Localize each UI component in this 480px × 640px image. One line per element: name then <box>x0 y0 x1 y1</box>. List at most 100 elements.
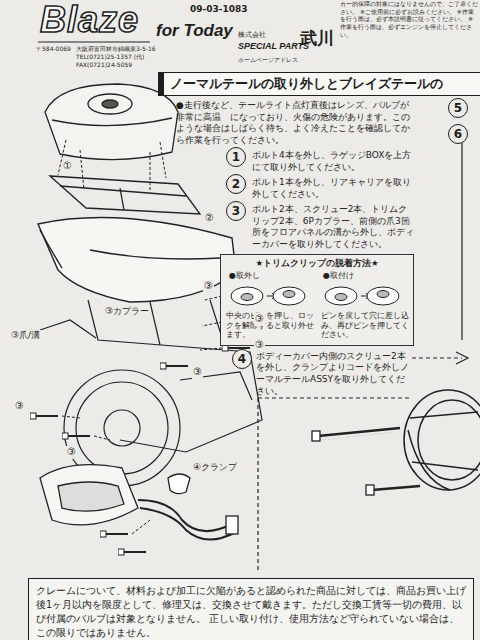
step-text: ボディーカバー内側のスクリュー2本を外し、クランプよりコードを外しノーマルテール… <box>256 351 414 397</box>
luggage-box <box>88 94 132 114</box>
screw-leaders <box>62 416 80 418</box>
tail-lamp-assembly <box>138 500 232 531</box>
trim-clip-icons <box>223 282 413 310</box>
callout-number: ③ <box>254 313 265 326</box>
tail-lamp-ring <box>412 462 478 470</box>
right-guide-lines <box>412 357 462 358</box>
long-screws <box>366 485 374 495</box>
luggage-box <box>102 100 118 108</box>
long-screws <box>318 428 400 436</box>
bolt-leaders <box>160 142 166 178</box>
callout-number: ② <box>204 212 215 225</box>
screws <box>62 433 90 439</box>
frame-and-engine <box>76 382 168 474</box>
frame-and-engine <box>150 302 160 345</box>
screw-leaders <box>202 322 222 326</box>
right-guide-lines <box>258 397 410 398</box>
bolt-leaders <box>58 140 166 192</box>
callout-number: ④クランプ <box>192 462 238 474</box>
step-number-circle: 4 <box>232 349 252 369</box>
brand-kanji: 武川 <box>300 28 334 50</box>
postal-code: 〒584-0069 <box>36 45 71 53</box>
notice-box: クレームについて、材料および加工に欠陥があると認められた商品に対しては、商品お買… <box>28 578 474 640</box>
tail-lamp-assembly <box>226 516 238 534</box>
step-text: ボルト2本、スクリュー2本、トリムクリップ2本、6Pカプラー、前側の爪3箇所をフ… <box>252 204 414 250</box>
fax: FAX(0721)24-5059 <box>76 61 132 69</box>
logo-subtitle: for Today <box>156 20 233 42</box>
rear-carrier <box>120 188 124 210</box>
screws <box>160 363 188 369</box>
caution-paragraph: ●走行後など、テールライト点灯直後はレンズ、バルブが非常に高温 になっており、火… <box>176 100 414 146</box>
homepage-note: ホームページアドレス <box>238 56 298 64</box>
body-cover <box>38 218 236 302</box>
node-text: クレームについて、材料および加工に欠陥があると認められた商品に対しては、商品お買… <box>36 585 466 638</box>
tail-lamp-assembly <box>58 482 124 511</box>
tail-lamp-assembly <box>140 508 236 540</box>
node-text: ノーマルテールの取り外しとブレイズテールの <box>170 76 443 91</box>
callout-number: ③ <box>254 339 265 352</box>
step-text: ボルト4本を外し、ラゲッジBOXを上方にて取り外してください。 <box>252 150 414 173</box>
step-number: 6 <box>454 127 462 141</box>
body-cover <box>40 230 62 268</box>
step-number-circle: 5 <box>448 98 468 118</box>
caution-notes: カー的保障の対象にはなりませんので、ご了承ください。 ※ご使用前に必ずお読みくだ… <box>340 0 478 38</box>
screws <box>30 413 58 419</box>
logo-underline <box>38 41 150 42</box>
trim-clip-box: ★トリムクリップの脱着方法★●取外し ●取付け中央のピンを押し、ロックを解除すると… <box>220 254 414 346</box>
long-screws <box>322 432 396 440</box>
brand-name: SPECIAL PARTS <box>238 41 309 53</box>
step-number: 5 <box>454 101 462 115</box>
instruction-text: 中央のピンを押し、ロックを解除すると取り外せます。 <box>226 311 314 340</box>
tail-lamp-assembly <box>40 465 138 525</box>
phone: TEL(0721)25-1357 (代) <box>76 53 144 61</box>
instruction-text: ピンを戻して穴に差し込み、再びピンを押してください。 <box>321 311 409 340</box>
rear-carrier <box>60 186 186 196</box>
document-number: 09-03-1083 <box>190 4 248 16</box>
rear-carrier <box>50 176 200 214</box>
step-number-circle: 3 <box>226 201 246 221</box>
tail-lamp-assembly <box>40 465 238 540</box>
tail-lamp-ring <box>408 430 450 490</box>
step-number: 4 <box>238 352 246 366</box>
step-number-circle: 6 <box>448 124 468 144</box>
subheading: ●取付け <box>323 271 354 281</box>
bolt-leaders <box>150 152 151 192</box>
logo: Blaze <box>40 2 139 38</box>
step-number-circle: 2 <box>226 174 246 194</box>
tail-lamp-ring <box>410 412 478 418</box>
callout-number: ③ <box>192 366 203 379</box>
step-number: 2 <box>232 177 240 191</box>
subheading: ●取外し <box>229 271 260 281</box>
callout-number: ① <box>62 160 73 173</box>
frame-and-engine <box>104 410 140 446</box>
screws <box>30 293 250 555</box>
section-header-band: ノーマルテールの取り外しとブレイズテールの <box>158 72 480 96</box>
tail-lamp-assembly <box>168 474 190 494</box>
screw-leaders <box>132 520 150 534</box>
step-number-circle: 1 <box>226 147 246 167</box>
right-guide-lines <box>456 352 468 364</box>
step-number: 3 <box>232 204 240 218</box>
callout-number: ③カプラー <box>104 306 150 318</box>
long-screws <box>312 431 320 441</box>
tail-lamp-ring <box>404 390 480 490</box>
long-screws <box>312 428 420 495</box>
screw-leaders <box>200 348 222 350</box>
rear-carrier <box>50 176 200 214</box>
long-screws <box>372 486 420 490</box>
right-guide-lines <box>461 140 462 340</box>
luggage-box <box>52 118 172 126</box>
screws <box>118 549 146 555</box>
step-number: 1 <box>232 150 240 164</box>
node-text: ★トリムクリップの脱着方法★ <box>221 255 413 270</box>
step-text: ボルト1本を外し、リアキャリアを取り外してください。 <box>252 177 414 200</box>
callout-number: ③ <box>14 400 25 413</box>
address: 大阪府富田林市錦織東3-5-16 <box>76 45 156 53</box>
screw-leaders <box>94 436 110 440</box>
bolt-leaders <box>80 150 84 190</box>
body-cover <box>38 218 236 302</box>
logo-underline <box>38 42 150 43</box>
screws <box>100 531 128 537</box>
frame-and-engine <box>40 320 96 338</box>
screw-leaders <box>62 296 222 534</box>
